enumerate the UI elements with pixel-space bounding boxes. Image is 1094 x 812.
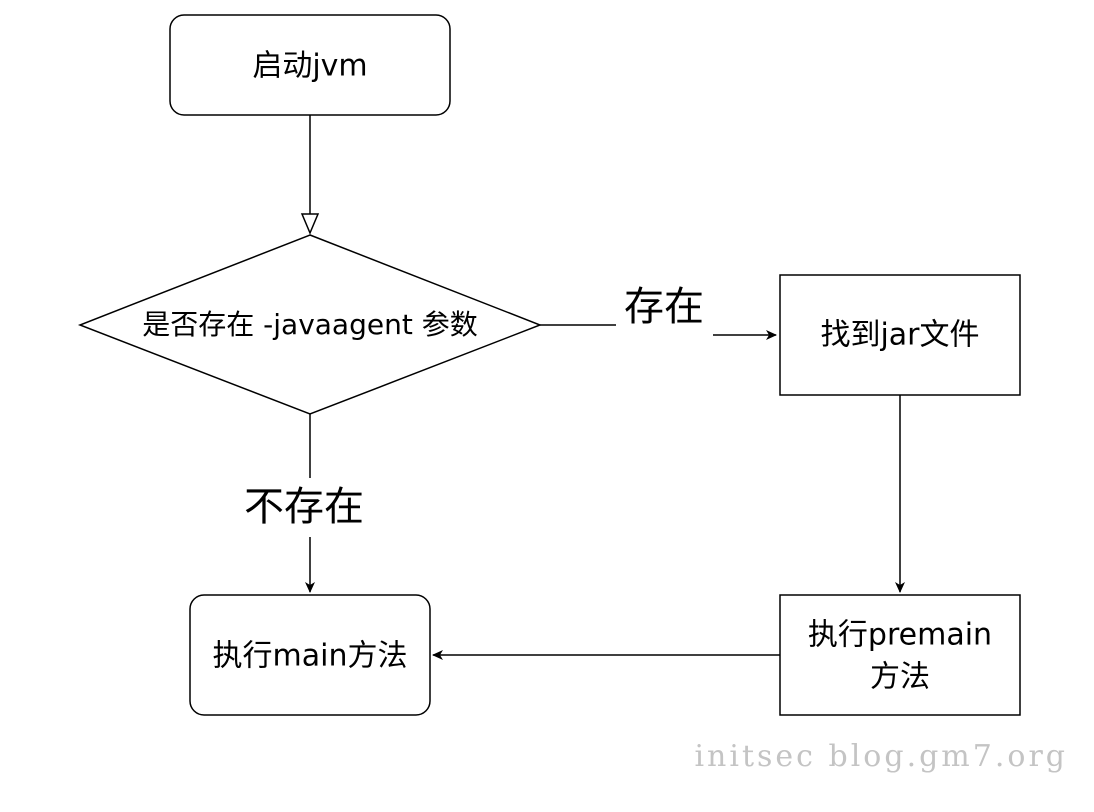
- find-jar-box: [779, 274, 1021, 396]
- watermark-text: initsec blog.gm7.org: [694, 739, 1068, 774]
- start-jvm-label: 启动jvm: [252, 49, 367, 84]
- start-jvm-node: 启动jvm: [169, 14, 451, 116]
- edge-start-to-decision: [300, 115, 320, 235]
- find-jar-node: 找到jar文件: [779, 274, 1021, 396]
- exec-premain-box: [779, 594, 1021, 716]
- decision-label: 是否存在 -javaagent 参数: [142, 308, 477, 341]
- exec-premain-label-line1: 执行premain: [808, 618, 992, 653]
- exec-premain-label-line2: 方法: [870, 660, 930, 695]
- find-jar-label: 找到jar文件: [820, 318, 979, 353]
- edge-not-exists-label: 不存在: [244, 484, 364, 530]
- edge-not-exists: 不存在: [244, 414, 364, 593]
- edge-exists-label: 存在: [624, 284, 704, 330]
- exec-main-label: 执行main方法: [213, 639, 408, 674]
- exec-premain-node: 执行premain 方法: [779, 594, 1021, 716]
- hollow-arrowhead: [300, 213, 320, 235]
- exec-main-node: 执行main方法: [189, 594, 431, 716]
- decision-node: 是否存在 -javaagent 参数: [77, 234, 543, 415]
- edge-exists: 存在: [540, 284, 777, 340]
- exec-main-box: [189, 594, 431, 716]
